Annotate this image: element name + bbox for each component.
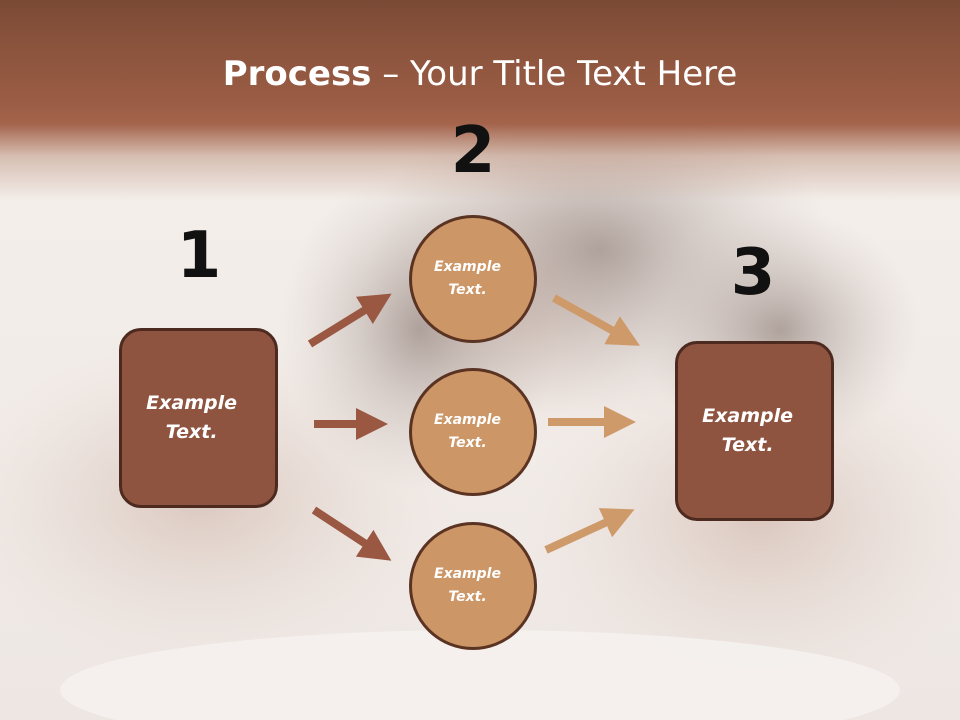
slide-title: Process – Your Title Text Here (0, 52, 960, 96)
arrow-1-to-2-bottom (311, 506, 392, 561)
arrow-2-to-3-bottom (544, 508, 635, 554)
step-number-3: 3 (730, 236, 776, 310)
arrow-2-to-3-top (552, 294, 640, 346)
arrow-1-to-2-top (307, 293, 392, 348)
title-rest: – Your Title Text Here (371, 54, 738, 94)
step-1-text-line1: Example (146, 392, 238, 414)
step-3-text-line2: Text. (721, 434, 774, 456)
circle-bottom-text-line1: Example (434, 566, 501, 582)
circle-middle-text-line2: Text. (448, 435, 487, 451)
step-number-2: 2 (450, 114, 496, 188)
circle-bottom-text-line2: Text. (448, 589, 487, 605)
header-band (0, 0, 960, 200)
circle-top-text-line1: Example (434, 259, 501, 275)
step-3-text-line1: Example (702, 405, 794, 427)
step-number-1: 1 (176, 219, 222, 293)
step-1-text-line2: Text. (165, 421, 218, 443)
circle-middle-text-line1: Example (434, 412, 501, 428)
title-bold: Process (222, 54, 372, 94)
circle-top-text-line2: Text. (448, 282, 487, 298)
